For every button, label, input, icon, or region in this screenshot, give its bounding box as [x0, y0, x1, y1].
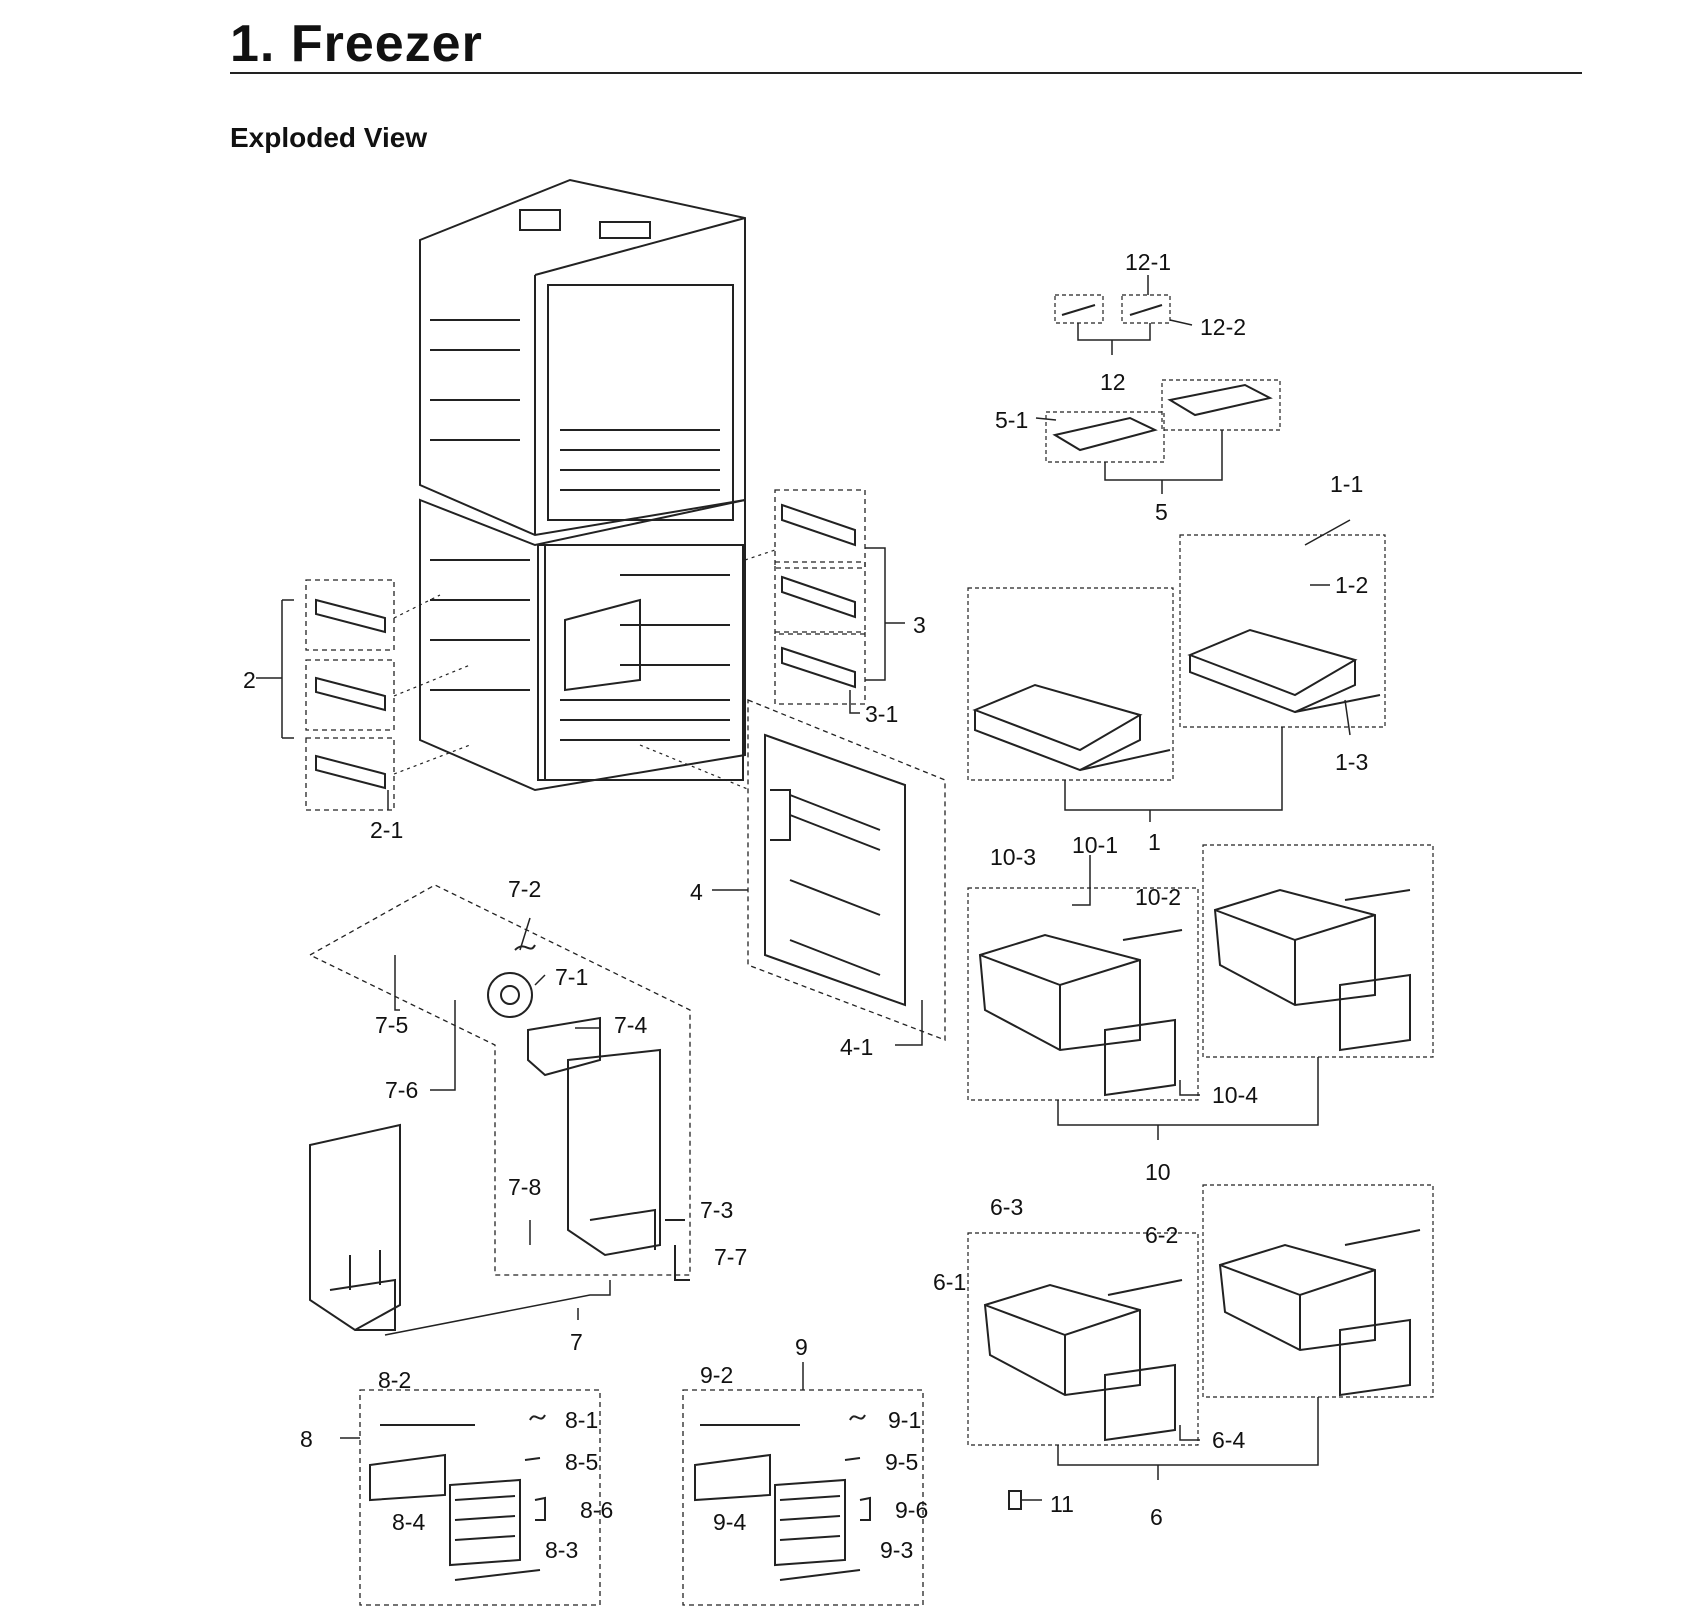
label-12: 12: [1100, 369, 1126, 395]
label-4-1: 4-1: [840, 1034, 873, 1060]
label-1: 1: [1148, 829, 1161, 855]
right-rail-assembly: [744, 489, 905, 714]
label-4: 4: [690, 879, 703, 905]
drawer-assembly-lower: [967, 1184, 1434, 1480]
label-8-6: 8-6: [580, 1497, 613, 1523]
label-8-2: 8-2: [378, 1367, 411, 1393]
label-10: 10: [1145, 1159, 1171, 1185]
label-12-2: 12-2: [1200, 314, 1246, 340]
section-subtitle: Exploded View: [230, 122, 428, 153]
page-title: 1. Freezer: [230, 15, 483, 73]
label-7-1: 7-1: [555, 964, 588, 990]
label-12-1: 12-1: [1125, 249, 1171, 275]
label-5: 5: [1155, 499, 1168, 525]
shelf-assembly: [967, 519, 1386, 822]
freezer-cabinet: [419, 178, 746, 792]
label-7: 7: [570, 1329, 583, 1355]
label-5-1: 5-1: [995, 407, 1028, 433]
label-9-2: 9-2: [700, 1362, 733, 1388]
small-clip-part: [1008, 1490, 1042, 1510]
label-8-5: 8-5: [565, 1449, 598, 1475]
evaporator-assembly-right: [682, 1362, 924, 1606]
label-1-3: 1-3: [1335, 749, 1368, 775]
evaporator-assembly-left: [340, 1389, 601, 1606]
evaporator-cover-assembly: [308, 884, 691, 1336]
label-9: 9: [795, 1334, 808, 1360]
drawer-assembly-upper: [967, 844, 1434, 1140]
label-7-3: 7-3: [700, 1197, 733, 1223]
label-9-6: 9-6: [895, 1497, 928, 1523]
label-9-3: 9-3: [880, 1537, 913, 1563]
title-rule: [230, 72, 1582, 74]
label-8-4: 8-4: [392, 1509, 425, 1535]
label-8: 8: [300, 1426, 313, 1452]
label-2-1: 2-1: [370, 817, 403, 843]
label-8-3: 8-3: [545, 1537, 578, 1563]
label-6-2: 6-2: [1145, 1222, 1178, 1248]
label-9-1: 9-1: [888, 1407, 921, 1433]
label-6-1: 6-1: [933, 1269, 966, 1295]
label-6: 6: [1150, 1504, 1163, 1530]
label-1-2: 1-2: [1335, 572, 1368, 598]
label-3: 3: [913, 612, 926, 638]
label-7-5: 7-5: [375, 1012, 408, 1038]
label-11: 11: [1050, 1491, 1074, 1517]
label-10-4: 10-4: [1212, 1082, 1258, 1108]
label-9-5: 9-5: [885, 1449, 918, 1475]
label-2: 2: [243, 667, 256, 693]
label-7-4: 7-4: [614, 1012, 647, 1038]
back-panel-assembly: [639, 699, 946, 1046]
label-8-1: 8-1: [565, 1407, 598, 1433]
label-10-2: 10-2: [1135, 884, 1181, 910]
label-9-4: 9-4: [713, 1509, 746, 1535]
label-6-3: 6-3: [990, 1194, 1023, 1220]
label-7-7: 7-7: [714, 1244, 747, 1270]
label-7-6: 7-6: [385, 1077, 418, 1103]
label-1-1: 1-1: [1330, 471, 1363, 497]
label-6-4: 6-4: [1212, 1427, 1245, 1453]
label-7-2: 7-2: [508, 876, 541, 902]
left-rail-assembly: [256, 579, 471, 811]
label-10-3: 10-3: [990, 844, 1036, 870]
label-7-8: 7-8: [508, 1174, 541, 1200]
label-3-1: 3-1: [865, 701, 898, 727]
shelf-rail-parts: [1035, 275, 1281, 494]
label-10-1: 10-1: [1072, 832, 1118, 858]
